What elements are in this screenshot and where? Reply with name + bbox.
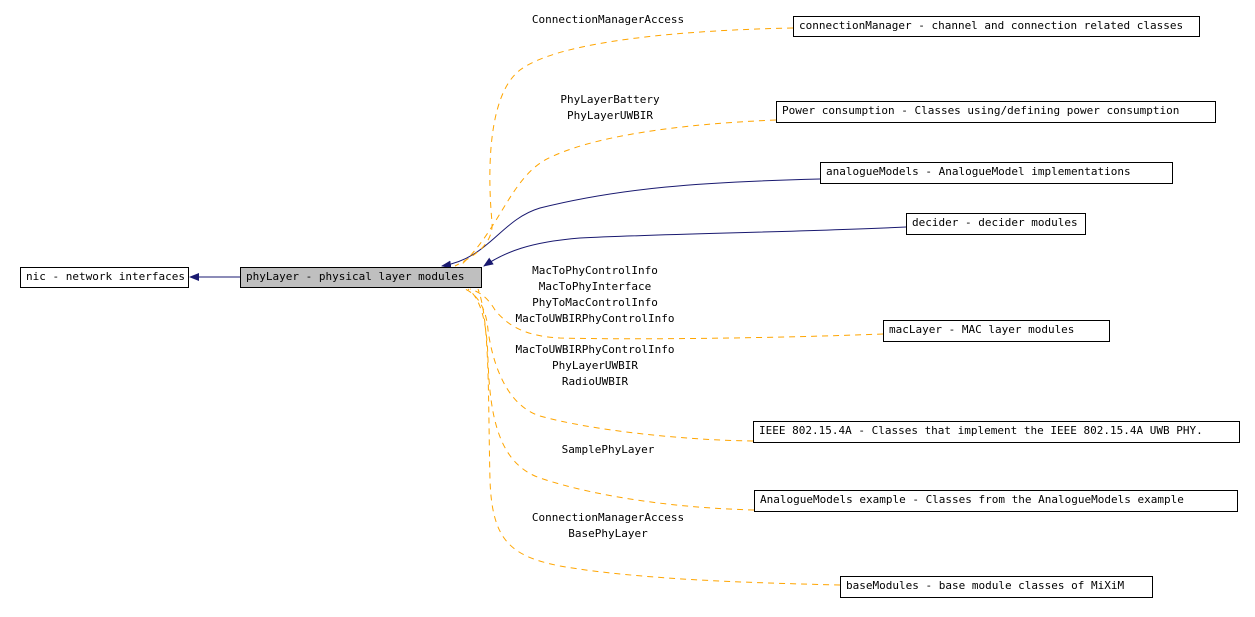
node-analoguemodels[interactable]: analogueModels - AnalogueModel implement… [820,162,1173,184]
edge-label-line: PhyLayerUWBIR [551,359,639,372]
edge-label-line: MacToPhyControlInfo [532,264,658,277]
edge-label-line: MacToUWBIRPhyControlInfo [515,312,675,325]
edge-power [459,119,777,267]
edge-label-mac: MacToPhyControlInfo MacToPhyInterface Ph… [495,263,695,327]
node-analoguemodels-example[interactable]: AnalogueModels example - Classes from th… [754,490,1238,512]
edge-label-power: PhyLayerBattery PhyLayerUWBIR [510,92,710,124]
node-power-consumption[interactable]: Power consumption - Classes using/defini… [776,101,1216,123]
edge-label-conn: ConnectionManagerAccess [508,12,708,28]
edge-label-line: SamplePhyLayer [561,443,655,456]
edge-label-line: MacToPhyInterface [538,280,652,293]
edge-label-line: ConnectionManagerAccess [531,511,685,524]
node-basemodules[interactable]: baseModules - base module classes of MiX… [840,576,1153,598]
edge-label-line: PhyLayerUWBIR [566,109,654,122]
edge-label-line: RadioUWBIR [561,375,629,388]
node-ieee-802-15-4a[interactable]: IEEE 802.15.4A - Classes that implement … [753,421,1240,443]
edge-label-line: ConnectionManagerAccess [531,13,685,26]
node-phylayer: phyLayer - physical layer modules [240,267,482,288]
edge-label-line: PhyToMacControlInfo [532,296,658,309]
edge-ieee [464,288,754,442]
node-maclayer[interactable]: macLayer - MAC layer modules [883,320,1110,342]
edge-decider-to-phy [483,226,907,267]
edge-label-line: MacToUWBIRPhyControlInfo [515,343,675,356]
edge-label-example: SamplePhyLayer [508,442,708,458]
edge-example [467,288,755,511]
node-nic[interactable]: nic - network interfaces [20,267,189,288]
edge-label-line: BasePhyLayer [568,527,648,540]
edge-label-line: PhyLayerBattery [560,93,660,106]
edge-analogue-to-phy [441,178,821,269]
edge-mac [469,288,884,340]
edge-label-ieee: MacToUWBIRPhyControlInfo PhyLayerUWBIR R… [495,342,695,390]
node-connectionmanager[interactable]: connectionManager - channel and connecti… [793,16,1200,37]
node-decider[interactable]: decider - decider modules [906,213,1086,235]
edge-label-base: ConnectionManagerAccess BasePhyLayer [508,510,708,542]
edge-conn [454,27,794,267]
